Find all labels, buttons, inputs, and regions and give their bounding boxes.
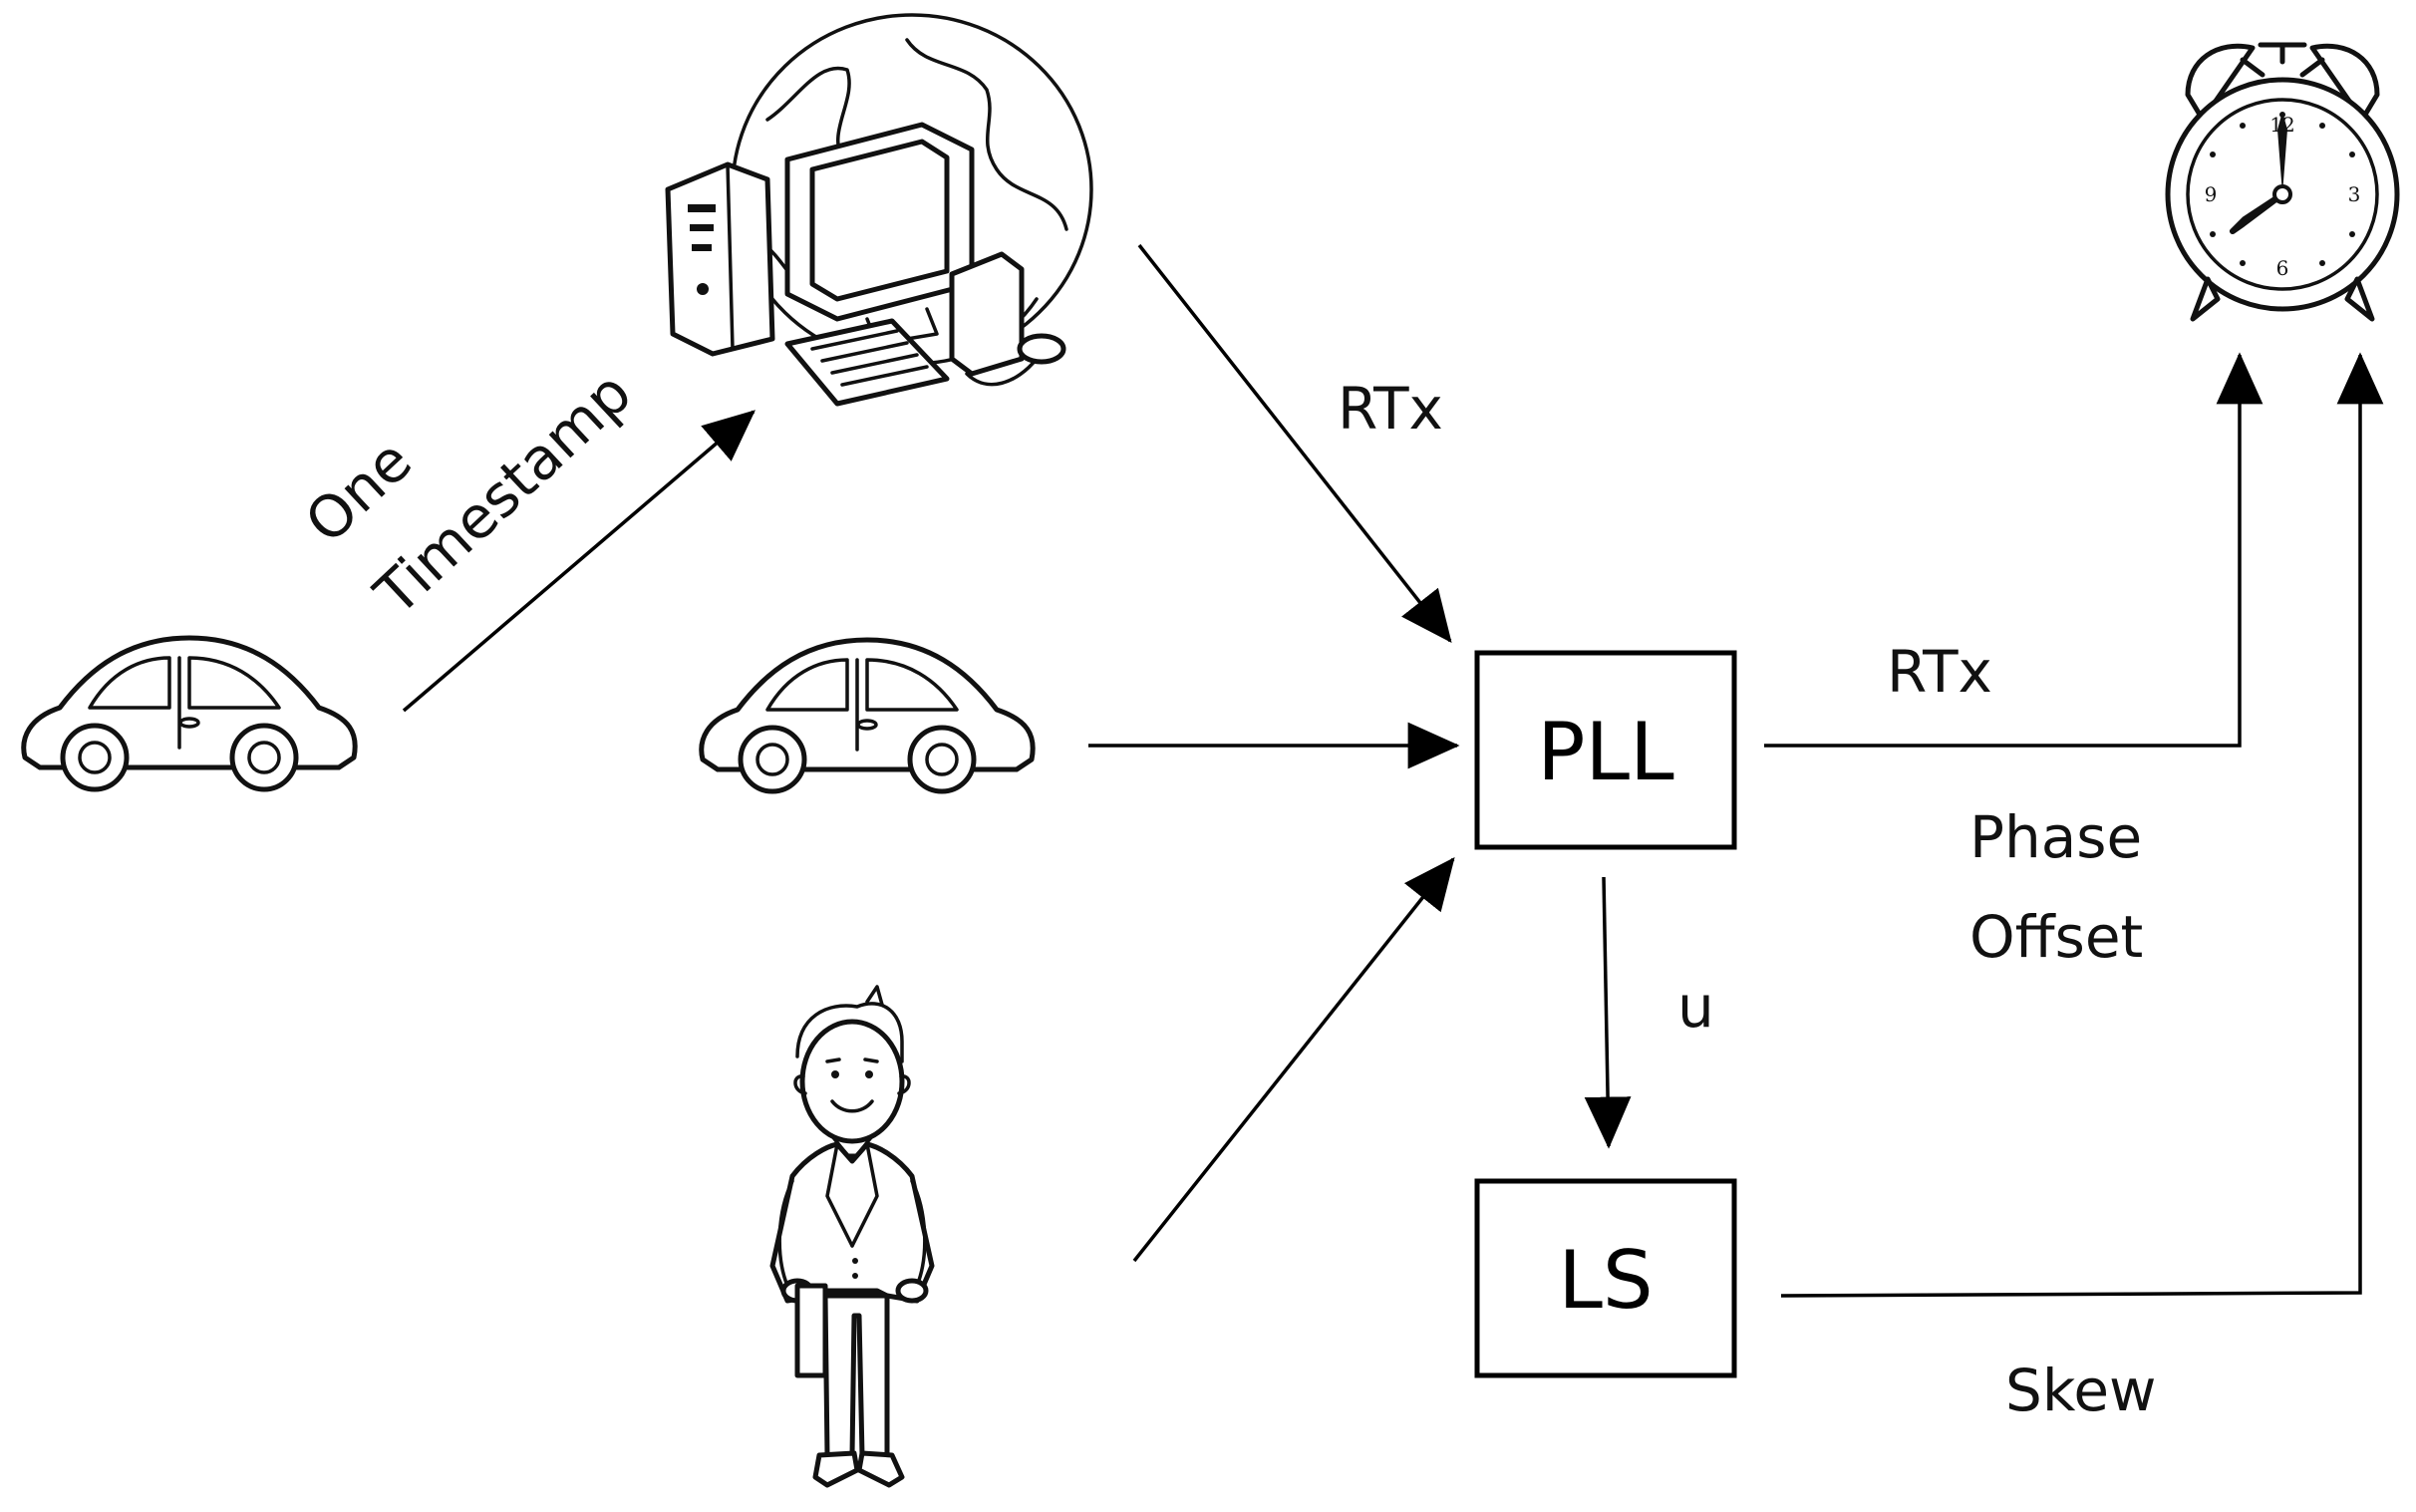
businessman-icon: [769, 985, 935, 1488]
label-one: One: [292, 427, 425, 556]
car-left-icon: [21, 635, 358, 792]
alarm-clock-icon: 12 3 6 9: [2165, 42, 2400, 322]
edge-server-to-pll: [1137, 243, 1452, 644]
clock-number-9: 9: [2205, 182, 2218, 206]
clock-number-6: 6: [2276, 256, 2289, 280]
label-u: u: [1677, 973, 1714, 1041]
label-offset: Offset: [1969, 903, 2143, 971]
label-phase: Phase: [1969, 803, 2142, 871]
label-skew: Skew: [2005, 1357, 2156, 1424]
edge-pll-to-ls: [1584, 876, 1632, 1149]
edges: [402, 243, 2384, 1298]
car-middle-icon: [699, 637, 1036, 794]
edge-person-to-pll: [1132, 856, 1455, 1263]
ls-node: LS: [1474, 1178, 1737, 1378]
computer-globe-icon: [665, 13, 1093, 407]
edge-ls-to-clock: [1780, 352, 2384, 1298]
pll-label: PLL: [1537, 706, 1674, 798]
ls-label: LS: [1558, 1234, 1653, 1327]
edge-car-to-server: [402, 410, 755, 713]
pll-node: PLL: [1474, 650, 1737, 850]
clock-number-3: 3: [2348, 182, 2361, 206]
label-rtx-out: RTx: [1887, 638, 1992, 706]
label-rtx-in: RTx: [1338, 375, 1443, 443]
edge-pll-to-clock: [1764, 352, 2264, 748]
